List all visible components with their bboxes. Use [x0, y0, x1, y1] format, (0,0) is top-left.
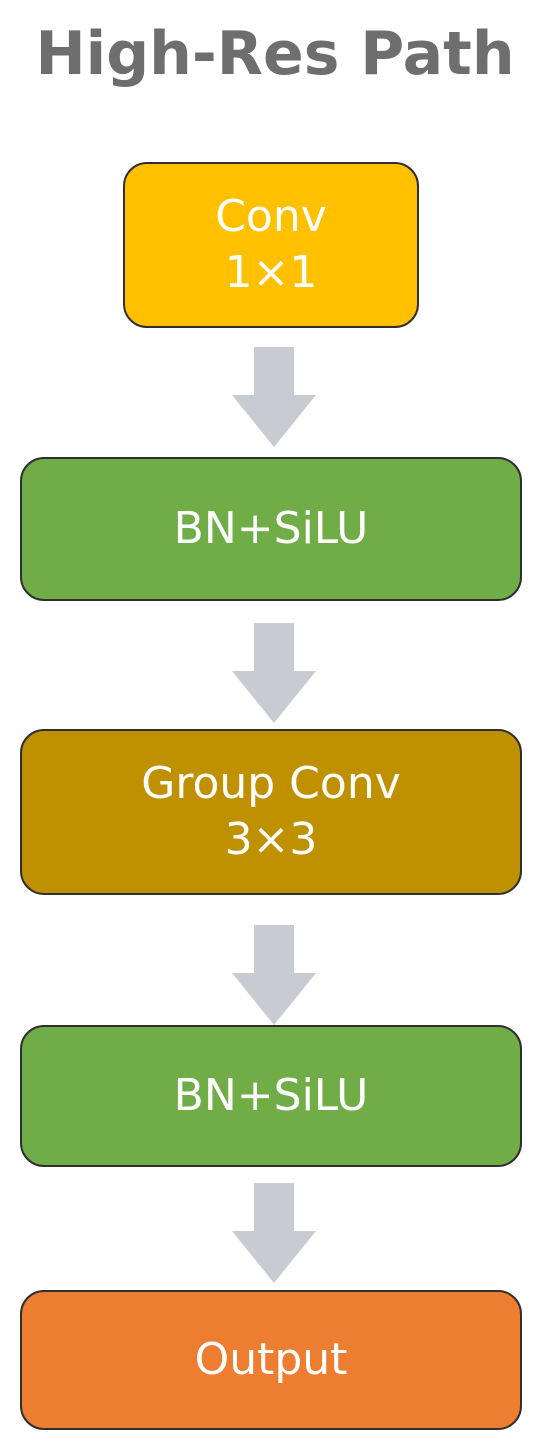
diagram-title: High-Res Path: [35, 19, 515, 89]
output-label: Output: [194, 1334, 348, 1385]
group-conv-label: Group Conv: [141, 758, 401, 809]
down-arrow-icon: [232, 1183, 316, 1283]
bn-silu-block: BN+SiLU: [20, 457, 522, 601]
bn-silu-label: BN+SiLU: [173, 503, 369, 554]
group-conv-3x3-block: Group Conv 3×3: [20, 729, 522, 895]
bn-silu-label: BN+SiLU: [173, 1070, 369, 1121]
bn-silu-block: BN+SiLU: [20, 1025, 522, 1167]
down-arrow-icon: [232, 925, 316, 1025]
down-arrow-icon: [232, 623, 316, 723]
conv-1x1-block: Conv 1×1: [123, 162, 419, 328]
conv-block-kernel: 1×1: [224, 247, 318, 298]
conv-block-label: Conv: [215, 191, 327, 242]
group-conv-kernel: 3×3: [224, 814, 318, 865]
output-block: Output: [20, 1290, 522, 1430]
down-arrow-icon: [232, 347, 316, 447]
